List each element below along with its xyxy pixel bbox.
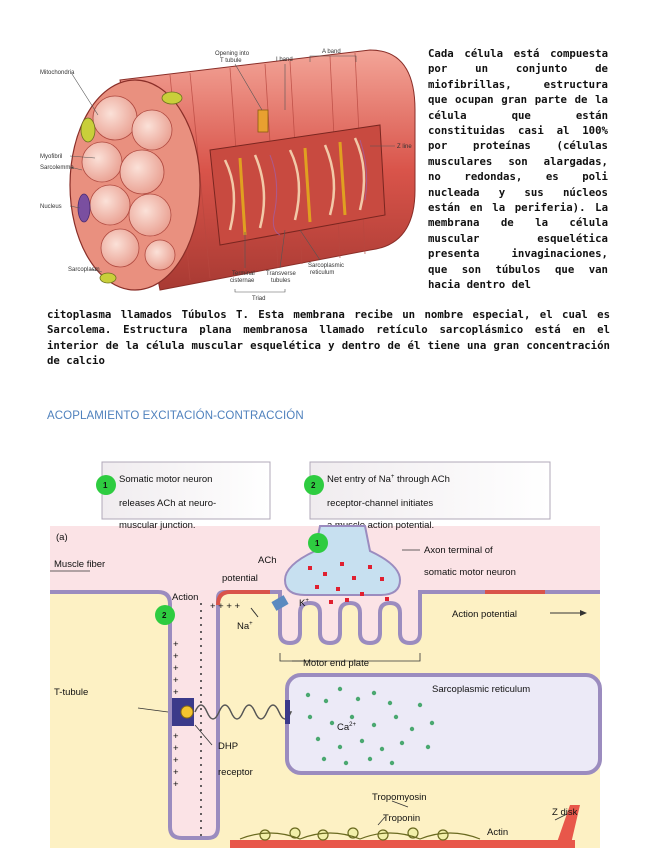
label-i-band: I band [276, 57, 293, 63]
label-tropomyosin: Tropomyosin [372, 792, 427, 803]
svg-text:+: + [173, 651, 179, 662]
label-ach: ACh [258, 555, 276, 566]
label-sarcoplasm: Sarcoplasm [68, 267, 100, 273]
label-opening-line2: T tubule [220, 58, 242, 64]
label-opening-line1: Opening into [215, 51, 250, 57]
muscle-fiber-illustration: Mitochondria Opening into T tubule I ban… [40, 40, 420, 305]
label-sarcolemma: Sarcolemma [40, 165, 74, 171]
label-myofibril: Myofibril [40, 154, 62, 160]
svg-text:+: + [173, 675, 179, 686]
label-sarcoplasmic-reticulum: Sarcoplasmic reticulum [432, 684, 530, 695]
label-action: Action [172, 592, 198, 603]
label-action-potential: Action potential [452, 609, 517, 620]
label-potential: potential [222, 573, 258, 584]
label-axon-terminal-2: somatic motor neuron [424, 567, 516, 578]
step2-badge: 2 [311, 481, 316, 490]
svg-text:+: + [173, 639, 179, 650]
paragraph-full: citoplasma llamados Túbulos T. Esta memb… [47, 307, 610, 369]
label-terminal-line2: cisternae [230, 278, 255, 284]
panel-label: (a) [56, 532, 68, 543]
diagram-badge-2: 2 [162, 611, 167, 620]
label-actin: Actin [487, 827, 508, 838]
label-terminal-line1: Terminal [232, 271, 255, 277]
svg-text:+: + [173, 779, 179, 790]
svg-text:+: + [173, 767, 179, 778]
svg-text:+: + [173, 755, 179, 766]
paragraph-right: Cada célula está compuesta por un conjun… [428, 46, 608, 293]
label-plus-signs: + + + + [210, 601, 241, 612]
excitation-contraction-diagram: 1 2 Somatic motor neuron releases ACh at… [40, 455, 610, 848]
step1-line1: Somatic motor neuron [119, 474, 212, 485]
diagram-badge-1: 1 [315, 539, 320, 548]
step2-line2: receptor-channel initiates [327, 498, 433, 509]
label-z-line: Z line [397, 144, 412, 150]
step1-line2: releases ACh at neuro- [119, 498, 216, 509]
section-heading: ACOPLAMIENTO EXCITACIÓN-CONTRACCIÓN [47, 410, 304, 422]
svg-text:+: + [173, 663, 179, 674]
label-dhp: DHP [218, 741, 238, 752]
label-mitochondria: Mitochondria [40, 70, 75, 76]
step2-line1: Net entry of Na+ through ACh [327, 474, 450, 485]
label-triad: Triad [252, 296, 265, 302]
label-receptor: receptor [218, 767, 253, 778]
label-troponin: Troponin [383, 813, 420, 824]
svg-text:+: + [173, 743, 179, 754]
label-transverse-line2: tubules [271, 278, 290, 284]
step1-badge: 1 [103, 481, 108, 490]
label-z-disk: Z disk [552, 807, 578, 818]
label-sarcoplasmic-line2: reticulum [310, 270, 334, 276]
step1-line3: muscular junction. [119, 520, 196, 531]
label-a-band: A band [322, 49, 341, 55]
label-sarcoplasmic-line1: Sarcoplasmic [308, 263, 344, 269]
label-t-tubule: T-tubule [54, 687, 88, 698]
label-nucleus: Nucleus [40, 204, 62, 210]
label-axon-terminal-1: Axon terminal of [424, 545, 493, 556]
svg-text:+: + [173, 687, 179, 698]
svg-text:+: + [173, 731, 179, 742]
label-transverse-line1: Transverse [266, 271, 296, 277]
label-muscle-fiber: Muscle fiber [54, 559, 105, 570]
label-motor-end-plate: Motor end plate [303, 658, 369, 669]
